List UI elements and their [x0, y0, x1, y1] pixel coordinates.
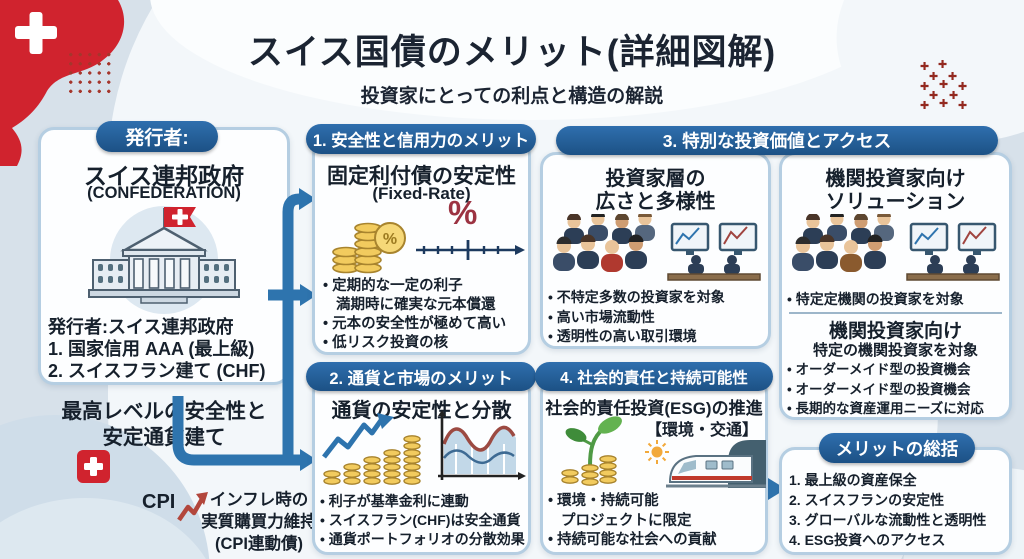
section1-title: 固定利付債の安定性 — [327, 165, 516, 188]
plus-cluster-decoration: ✚ ✚ ✚ ✚ ✚ ✚ ✚ ✚ ✚ ✚ ✚ ✚ — [882, 40, 982, 120]
plus-icon: ✚ — [929, 90, 939, 102]
cpi-note-line2: 実質購買力維持 — [201, 513, 317, 531]
plus-icon: ✚ — [939, 98, 949, 110]
crowd-investors-icon — [553, 214, 655, 272]
trading-floor-icon — [667, 222, 761, 281]
summary-item: 1. 最上級の資産保全 — [789, 472, 917, 488]
issuer-badge: 発行者: — [96, 121, 218, 152]
plus-icon: ✚ — [929, 71, 939, 83]
section3-left-bullet: 透明性の高い取引環境 — [548, 327, 725, 347]
section4-bullet: 環境・持続可能 — [548, 492, 717, 512]
plant-coins-icon — [561, 416, 622, 486]
section2-bullet: 利子が基準金利に連動 — [320, 492, 525, 511]
percent-symbol: % — [448, 194, 478, 231]
section1-bullet: 満期時に確実な元本償還 — [336, 297, 496, 313]
plus-icon: ✚ — [948, 71, 958, 83]
cpi-note-line1: インフレ時の — [209, 491, 309, 509]
section3-left-bullet: 不特定多数の投資家を対象 — [548, 288, 725, 308]
plus-icon: ✚ — [920, 100, 930, 112]
swiss-cross-logo — [0, 0, 125, 166]
section2-header: 2. 通貨と市場のメリット — [306, 362, 536, 391]
section3-left-title2: 広さと多様性 — [595, 191, 716, 213]
page-subtitle: 投資家にとっての利点と構造の解説 — [360, 86, 664, 107]
section4-tag: 【環境・交通】 — [645, 422, 758, 439]
summary-item: 3. グローバルな流動性と透明性 — [789, 512, 987, 528]
issuer-line2: 1. 国家信用 AAA (最上級) — [48, 339, 255, 359]
coins-percent-icon: % — [332, 222, 406, 274]
section3-right-bullet: 特定定機関の投資家を対象 — [787, 289, 964, 309]
parliament-building-icon — [88, 206, 240, 314]
cpi-trend-icon — [177, 492, 208, 522]
issuer-line1: 発行者:スイス連邦政府 — [48, 317, 234, 337]
summary-badge: メリットの総括 — [819, 433, 975, 463]
wave-chart-icon — [438, 410, 526, 480]
cpi-note-line3: (CPI連動債) — [215, 535, 303, 553]
section2-title: 通貨の安定性と分散 — [331, 400, 512, 422]
plus-icon: ✚ — [920, 61, 930, 73]
issuer-note-line2: 安定通貨建て — [102, 426, 226, 449]
section1-subtitle: (Fixed-Rate) — [372, 184, 471, 203]
section2-bullet: スイスフラン(CHF)は安全通貨 — [320, 511, 525, 530]
plus-icon: ✚ — [939, 79, 949, 91]
section4-bullet: プロジェクトに限定 — [561, 512, 692, 529]
dots-grid-decoration — [66, 50, 114, 96]
train-icon — [666, 440, 766, 488]
section1-bullet: 元本の安全性が極めて高い — [323, 315, 506, 334]
cpi-label: CPI — [142, 491, 176, 513]
section1-header: 1. 安全性と信用力のメリット — [306, 124, 536, 154]
section4-bullet: 持続可能な社会への貢献 — [548, 531, 717, 551]
section3-right-title2: ソリューション — [825, 191, 966, 213]
summary-item: 4. ESG投資へのアクセス — [789, 532, 946, 548]
section3-left-title1: 投資家層の — [605, 168, 706, 190]
plus-icon: ✚ — [920, 81, 930, 93]
issuer-line3: 2. スイスフラン建て (CHF) — [48, 361, 266, 381]
divider — [789, 312, 1002, 314]
section2-bullet: 通貨ポートフォリオの分散効果 — [320, 530, 525, 549]
section4-header: 4. 社会的責任と持続可能性 — [535, 362, 773, 391]
sun-icon — [645, 440, 669, 464]
crowd-investors-icon — [792, 214, 894, 272]
issuer-name-en: (CONFEDERATION) — [87, 184, 241, 202]
section1-bullet: 定期的な一定の利子 — [323, 277, 506, 296]
section3-header: 3. 特別な投資価値とアクセス — [556, 126, 998, 155]
section3-right-bullet: 長期的な資産運用ニーズに対応 — [787, 399, 983, 419]
section3-left-bullet: 高い市場流動性 — [548, 308, 725, 328]
trading-floor-icon — [906, 222, 1000, 281]
plus-icon: ✚ — [958, 100, 968, 112]
plus-icon: ✚ — [949, 90, 959, 102]
section3-right-bullet: オーダーメイド型の投資機会 — [787, 380, 984, 400]
rate-timeline-icon — [416, 240, 525, 260]
page-title: スイス国債のメリット(詳細図解) — [247, 33, 777, 72]
section1-bullet: 低リスク投資の核 — [323, 334, 506, 353]
swiss-flag-icon — [77, 450, 110, 483]
summary-item: 2. スイスフランの安定性 — [789, 492, 945, 508]
growth-coins-icon — [322, 413, 421, 485]
coin-percent-glyph: % — [383, 231, 397, 248]
section3-right-bullet: オーダーメイド型の投資機会 — [787, 360, 984, 380]
plus-icon: ✚ — [958, 81, 968, 93]
issuer-name: スイス連邦政府 — [83, 163, 245, 189]
section3-right-subnote: 特定の機関投資家を対象 — [812, 342, 978, 359]
plus-icon: ✚ — [938, 59, 948, 71]
section3-right-subheader: 機関投資家向け — [828, 321, 962, 342]
section3-right-title1: 機関投資家向け — [825, 168, 966, 190]
section4-title: 社会的責任投資(ESG)の推進 — [545, 399, 763, 418]
